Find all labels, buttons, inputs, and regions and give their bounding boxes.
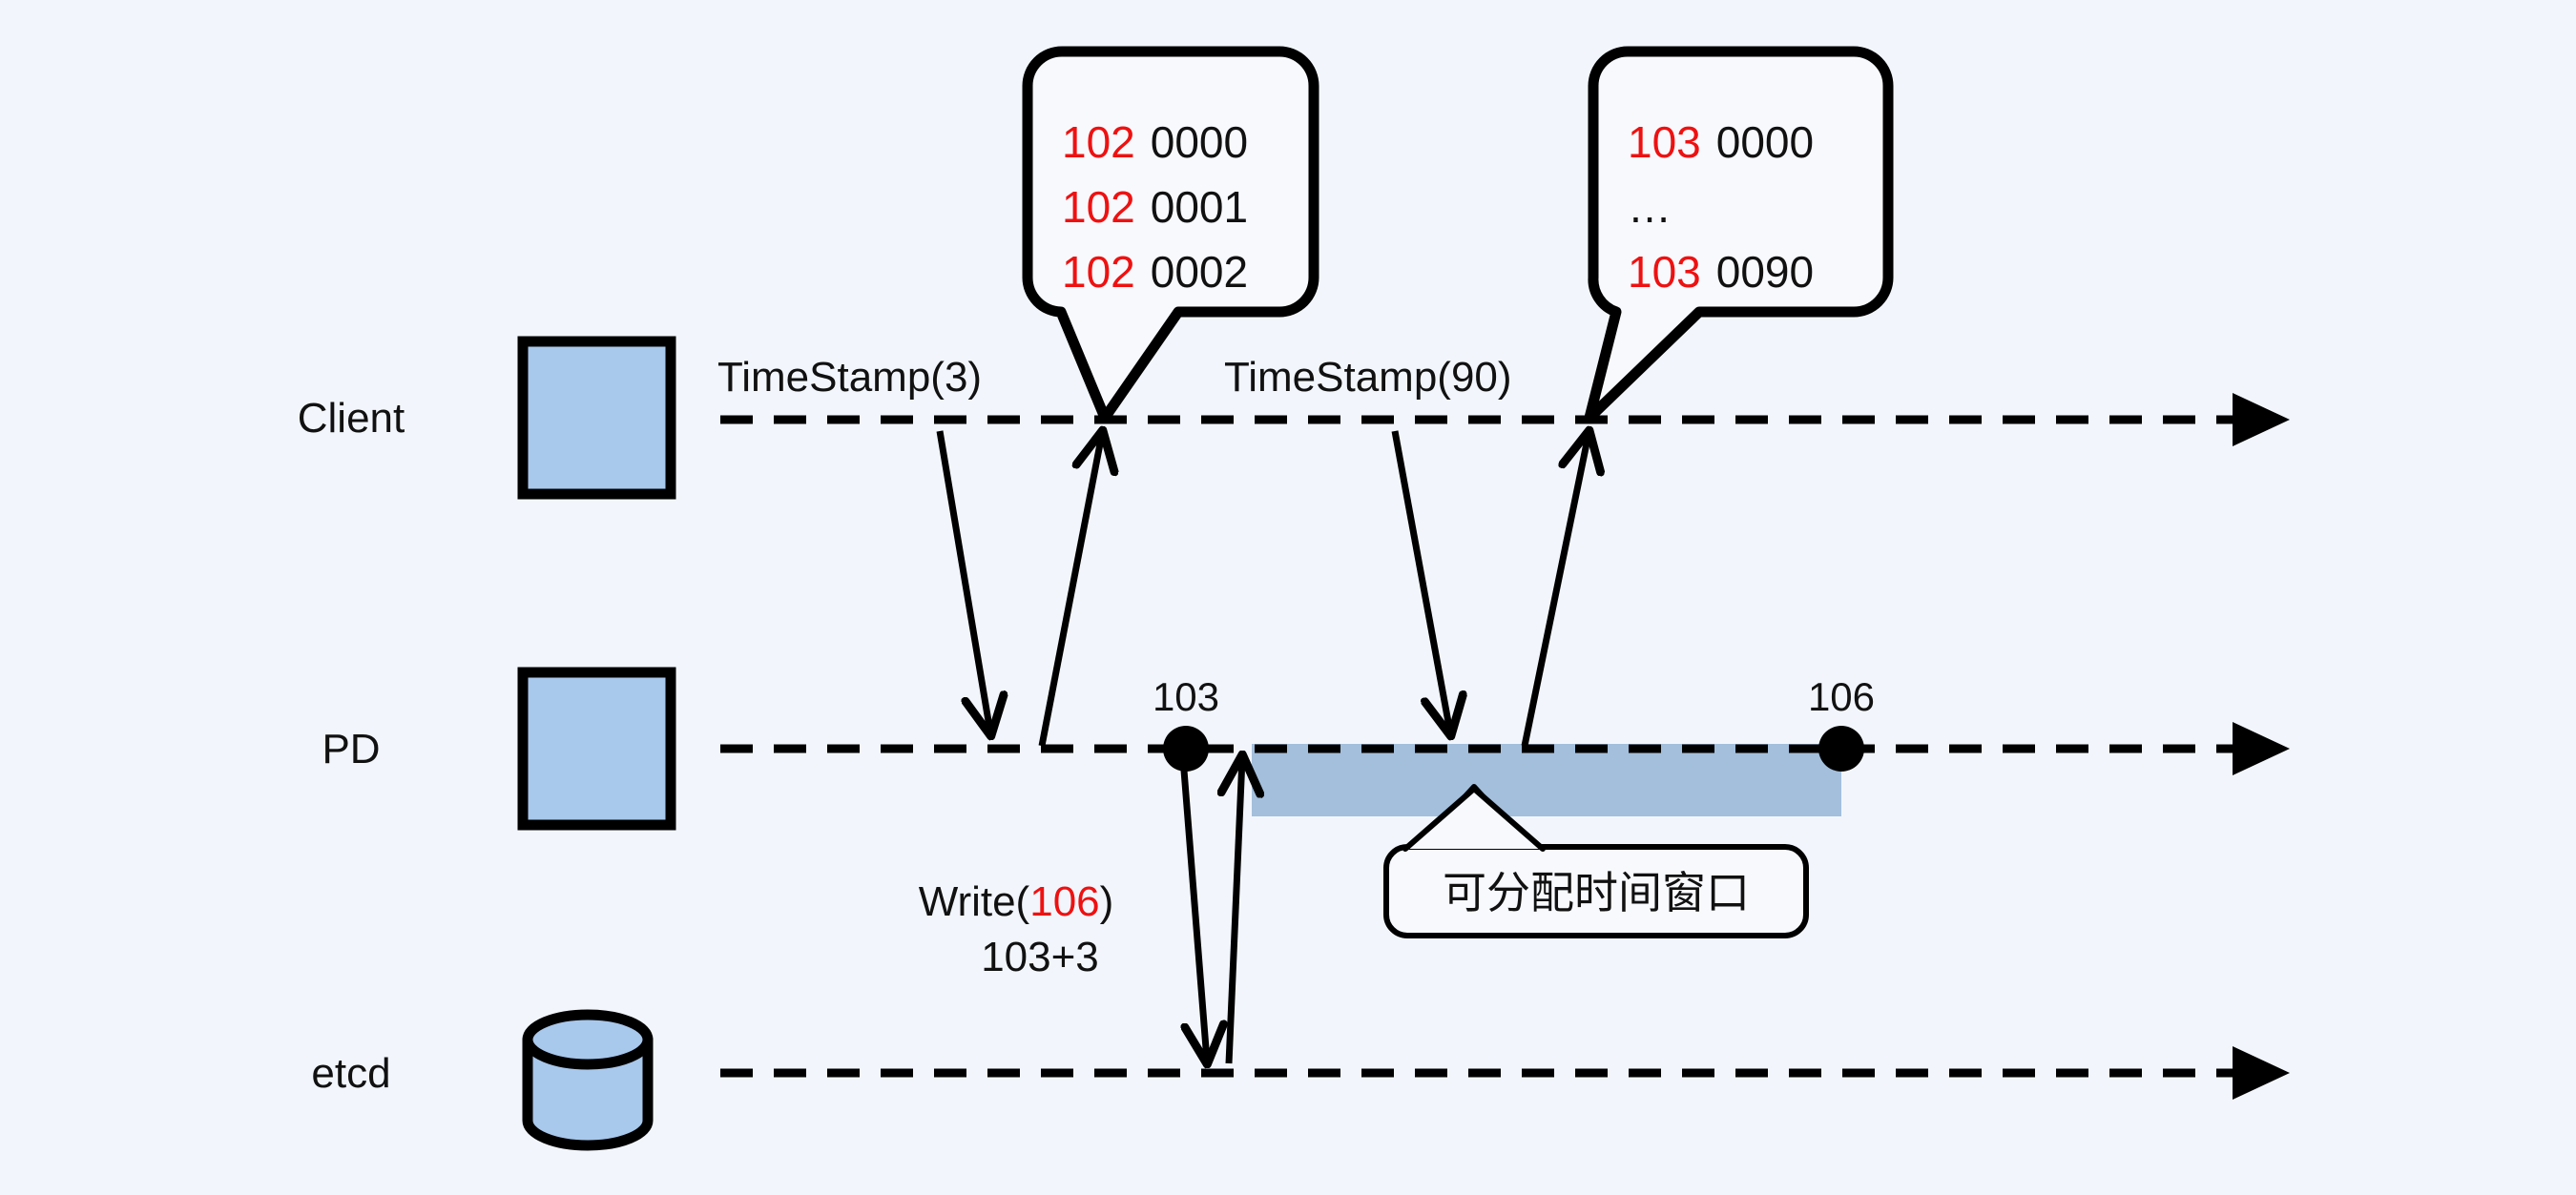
callout-102-row-0-logical: 0000 [1151,117,1248,167]
lane-client [517,336,2290,500]
arrow-client-to-pd-2 [1391,430,1450,732]
write-label-line2: 103+3 [981,934,1099,980]
arrow-pd-to-client-2 [1521,434,1589,747]
arrow-pd-to-client-1 [1038,434,1102,747]
message-label-timestamp-3: TimeStamp(3) [717,354,982,401]
lane-pd-arrowhead [2233,722,2290,775]
message-label-timestamp-90: TimeStamp(90) [1224,354,1512,401]
lane-label-pd: PD [322,726,380,773]
client-box-icon [517,336,676,500]
pd-box-icon [517,667,676,831]
allocatable-window-band [1252,744,1841,816]
callout-102-row-2-physical: 102 [1062,247,1135,297]
marker-label-103: 103 [1153,674,1219,719]
lane-client-arrowhead [2233,393,2290,446]
lane-etcd [522,1009,2290,1151]
allocatable-window-annotation [1383,784,1809,938]
callout-102-row-1-logical: 0001 [1151,182,1248,232]
lane-etcd-arrowhead [2233,1046,2290,1100]
callout-103-rows: 103 0000 … 103 0090 [1628,117,1814,297]
callout-102-row-1-physical: 102 [1062,182,1135,232]
write-label: Write(106) 103+3 [919,878,1114,980]
svg-text:Write(106): Write(106) [919,878,1114,925]
arrow-pd-to-etcd [1179,757,1207,1061]
callout-102-bubble [1022,46,1319,423]
marker-label-106: 106 [1808,674,1875,719]
callout-103-row-2-logical: 0090 [1716,247,1814,297]
arrow-etcd-to-pd [1229,758,1242,1064]
arrow-client-to-pd-1 [936,430,990,732]
write-label-value: 106 [1029,878,1099,925]
callout-103-row-2-physical: 103 [1628,247,1701,297]
write-label-prefix: Write( [919,878,1030,925]
callout-103-row-0-logical: 0000 [1716,117,1814,167]
write-label-suffix: ) [1100,878,1114,925]
database-cylinder-icon [522,1009,654,1151]
marker-dot-106 [1818,726,1864,772]
callout-103-bubble [1584,46,1894,423]
lane-label-client: Client [298,395,405,442]
callout-102-rows: 102 0000 102 0001 102 0002 [1062,117,1248,297]
callout-102-row-0-physical: 102 [1062,117,1135,167]
lane-label-etcd: etcd [311,1050,390,1097]
marker-dot-103 [1163,726,1209,772]
lane-pd [517,667,2290,831]
allocatable-window-label: 可分配时间窗口 [1443,867,1750,918]
svg-text:…: … [1628,182,1672,232]
callout-102-row-2-logical: 0002 [1151,247,1248,297]
callout-103-row-1-physical: … [1628,182,1672,232]
callout-103-row-0-physical: 103 [1628,117,1701,167]
